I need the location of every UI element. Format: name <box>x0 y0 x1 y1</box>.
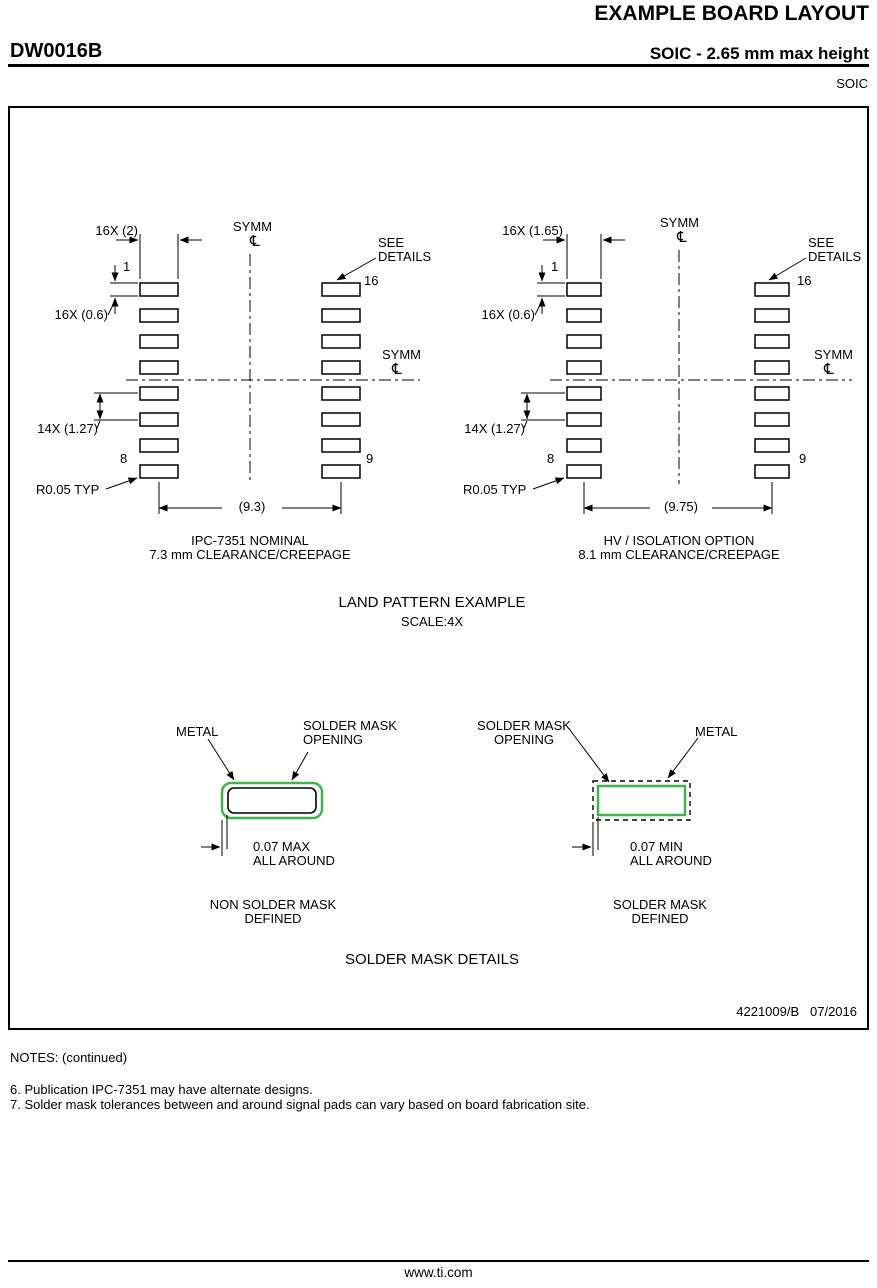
symm-side-left: SYMM <box>382 347 421 362</box>
solder-mask-details-title: SOLDER MASK DETAILS <box>345 951 519 968</box>
symm-side-right: SYMM <box>814 347 853 362</box>
dim-pad-width-left: 16X (2) <box>95 223 138 238</box>
mask-opening-left-2: OPENING <box>303 732 363 747</box>
solder-mask-detail-left <box>201 738 324 856</box>
mask-dim-left-1: 0.07 MAX <box>253 839 311 854</box>
pin1-label-left: 1 <box>123 259 131 274</box>
dim-pad-height-left: 16X (0.6) <box>54 307 108 322</box>
package-subtitle: SOIC - 2.65 mm max height <box>649 44 869 63</box>
pin9-label-right: 9 <box>799 451 807 466</box>
solder-mask-detail-right <box>569 729 699 856</box>
pads-right-diagram <box>566 282 790 479</box>
dim-pad-height-right: 16X (0.6) <box>481 307 535 322</box>
mask-caption-right-2: DEFINED <box>631 911 689 926</box>
pin1-label-right: 1 <box>551 259 559 274</box>
mask-opening-right-2: OPENING <box>494 732 554 747</box>
part-number: DW0016B <box>10 40 103 62</box>
see-details-left-2: DETAILS <box>378 249 432 264</box>
mask-dim-right-1: 0.07 MIN <box>630 839 683 854</box>
dim-span-left: (9.3) <box>222 500 282 514</box>
see-details-left-1: SEE <box>378 235 405 250</box>
centerline-symbol: ℄ <box>677 229 687 246</box>
land-pattern-title: LAND PATTERN EXAMPLE <box>338 594 526 611</box>
page-title: EXAMPLE BOARD LAYOUT <box>594 2 869 25</box>
nsmd-metal-pad <box>227 787 317 814</box>
land-pattern-scale: SCALE:4X <box>400 614 464 629</box>
mask-dim-right-2: ALL AROUND <box>630 853 712 868</box>
doc-number: 4221009/B 07/2016 <box>736 1004 857 1019</box>
footer-url: www.ti.com <box>404 1265 473 1280</box>
package-type: SOIC <box>836 76 868 91</box>
caption-right-1: HV / ISOLATION OPTION <box>603 533 755 548</box>
see-details-right-2: DETAILS <box>808 249 862 264</box>
mask-caption-right-1: SOLDER MASK <box>613 897 707 912</box>
pin16-label-right: 16 <box>797 273 812 288</box>
footer-rule <box>8 1260 869 1262</box>
centerline-symbol: ℄ <box>824 361 834 378</box>
centerline-symbol: ℄ <box>392 361 402 378</box>
mask-caption-left-1: NON SOLDER MASK <box>209 897 337 912</box>
drawing-frame: 16X (2) 1 16X (0.6) 14X (1.27) 8 R0.05 T… <box>8 106 869 1030</box>
metal-label-right: METAL <box>695 724 738 739</box>
mask-opening-right-1: SOLDER MASK <box>477 718 571 733</box>
radius-note-left: R0.05 TYP <box>36 482 100 497</box>
caption-left-1: IPC-7351 NOMINAL <box>191 533 309 548</box>
mask-caption-left-2: DEFINED <box>244 911 302 926</box>
smd-solder-mask-opening <box>596 784 687 817</box>
note-item: 7. Solder mask tolerances between and ar… <box>10 1097 590 1112</box>
see-details-right-1: SEE <box>808 235 835 250</box>
radius-note-right: R0.05 TYP <box>463 482 527 497</box>
centerline-symbol: ℄ <box>250 233 260 250</box>
pads-left-diagram <box>139 282 361 479</box>
dim-span-right: (9.75) <box>650 500 712 514</box>
pin8-label-left: 8 <box>120 451 128 466</box>
caption-right-2: 8.1 mm CLEARANCE/CREEPAGE <box>578 547 780 562</box>
caption-left-2: 7.3 mm CLEARANCE/CREEPAGE <box>149 547 351 562</box>
mask-opening-left-1: SOLDER MASK <box>303 718 397 733</box>
pin8-label-right: 8 <box>547 451 555 466</box>
header-rule <box>8 64 869 67</box>
dim-pitch-right: 14X (1.27) <box>464 421 525 436</box>
nsmd-solder-mask-opening <box>220 781 324 820</box>
pin16-label-left: 16 <box>364 273 379 288</box>
board-layout-drawing <box>94 234 852 856</box>
dim-pad-width-right: 16X (1.65) <box>502 223 563 238</box>
notes-heading: NOTES: (continued) <box>10 1050 128 1065</box>
symm-top-left: SYMM <box>233 219 272 234</box>
note-item: 6. Publication IPC-7351 may have alterna… <box>10 1082 313 1097</box>
metal-label-left: METAL <box>176 724 219 739</box>
symm-top-right: SYMM <box>660 215 699 230</box>
dim-pitch-left: 14X (1.27) <box>37 421 98 436</box>
pin9-label-left: 9 <box>366 451 374 466</box>
mask-dim-left-2: ALL AROUND <box>253 853 335 868</box>
centerlines <box>126 250 852 484</box>
